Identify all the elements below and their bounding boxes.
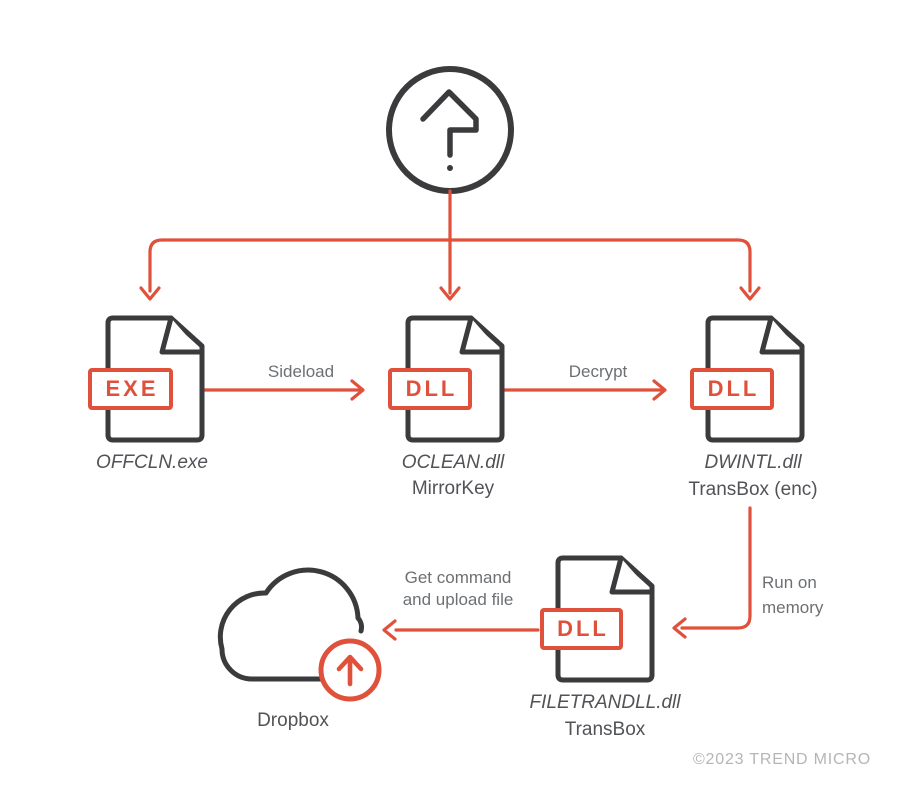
folded-corner — [459, 315, 504, 355]
get-command-label: Get command and upload file — [403, 567, 514, 611]
sideload-label: Sideload — [267, 362, 335, 381]
upload-icon — [318, 638, 382, 702]
question-dot — [447, 165, 453, 171]
folded-corner — [609, 555, 654, 595]
run-on-memory-arrow — [672, 506, 752, 639]
run-on-memory-line1: Run on — [762, 573, 817, 592]
get-command-arrow — [382, 619, 540, 641]
get-command-line1: Get command — [404, 568, 512, 587]
exe-badge-offcln: EXE — [88, 368, 173, 410]
dll-badge-dwintl: DLL — [690, 368, 774, 410]
folded-corner — [759, 315, 804, 355]
file-label-dwintl: DWINTL.dll — [704, 452, 802, 473]
run-on-memory-label: Run on memory — [762, 570, 823, 620]
file-label-filetrandll: FILETRANDLL.dll — [529, 692, 681, 713]
payload-label-mirrorkey: MirrorKey — [411, 478, 495, 499]
payload-label-transbox: TransBox — [564, 719, 646, 740]
decrypt-label: Decrypt — [568, 362, 628, 381]
dll-badge-filetrandll: DLL — [540, 608, 623, 650]
folded-corner — [159, 315, 204, 355]
sideload-arrow — [201, 379, 365, 401]
dll-badge-oclean: DLL — [388, 368, 472, 410]
payload-label-transbox-enc: TransBox (enc) — [688, 479, 818, 500]
run-on-memory-line2: memory — [762, 598, 824, 617]
file-label-oclean: OCLEAN.dll — [401, 452, 505, 473]
dropbox-label: Dropbox — [257, 710, 329, 731]
decrypt-arrow — [501, 379, 667, 401]
get-command-line2: and upload file — [402, 590, 514, 609]
dropbox-cloud-icon — [217, 567, 382, 702]
file-label-offcln: OFFCLN.exe — [96, 452, 208, 473]
copyright-text: ©2023 TREND MICRO — [692, 751, 871, 768]
branch-arrows — [139, 189, 761, 301]
unknown-source-icon — [386, 66, 514, 194]
